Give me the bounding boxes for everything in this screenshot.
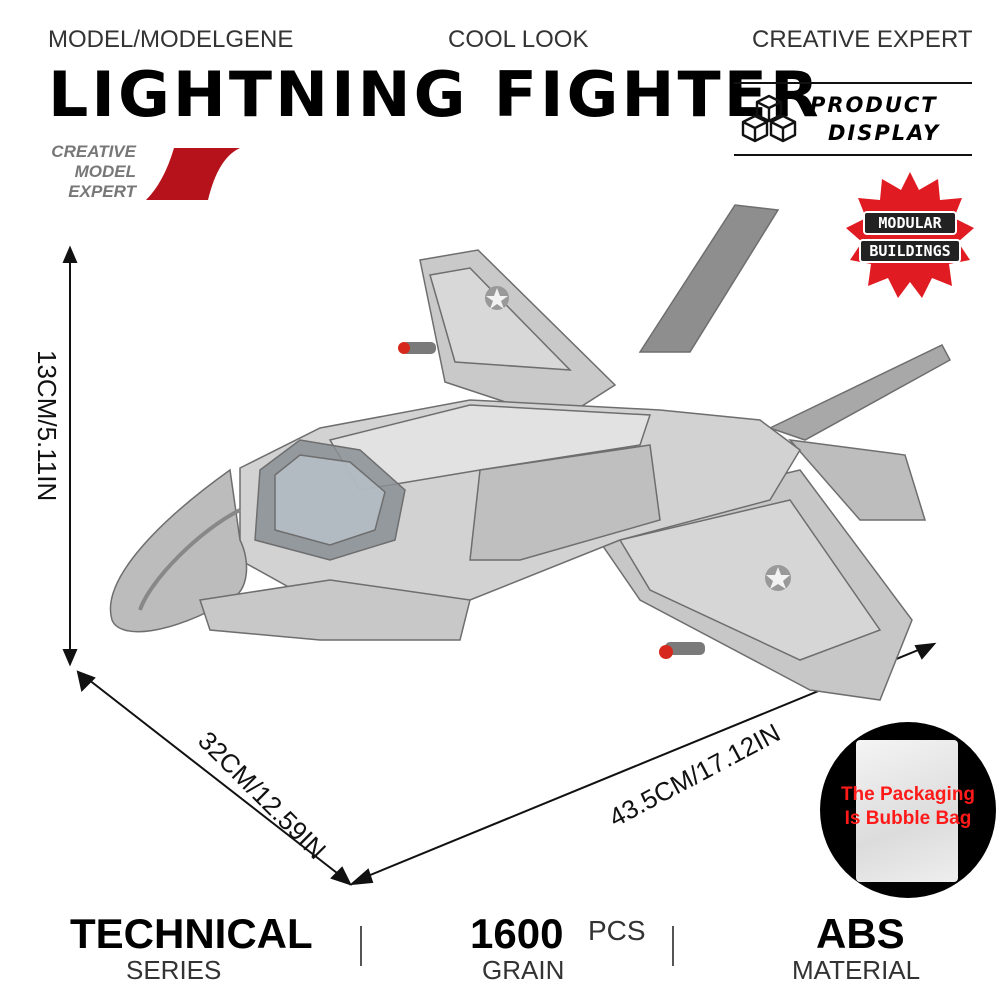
expert-line-3: EXPERT [68, 182, 136, 201]
product-display-banner: PRODUCT DISPLAY [734, 82, 972, 156]
starburst-icon [846, 172, 974, 298]
tagline-model: MODEL/MODELGENE [48, 26, 294, 53]
product-display-line-2: DISPLAY [828, 121, 941, 145]
expert-line-1: CREATIVE [51, 142, 136, 161]
missile-icons [398, 342, 705, 659]
badge-line-2: BUILDINGS [869, 242, 951, 260]
star-insignia-icons [485, 286, 791, 591]
height-dimension-label: 13CM/5.11IN [32, 350, 62, 502]
stat-material-label: MATERIAL [792, 955, 921, 985]
tagline-creative-expert: CREATIVE EXPERT [752, 26, 973, 53]
stat-pieces-label: GRAIN [482, 955, 565, 985]
packaging-line-2: Is Bubble Bag [844, 808, 972, 829]
stat-pieces-value: 1600 [470, 910, 564, 957]
stat-series-label: SERIES [126, 955, 222, 985]
modular-buildings-badge: MODULAR BUILDINGS [844, 170, 976, 302]
packaging-bubble-bag-image: The Packaging Is Bubble Bag [820, 722, 996, 898]
product-display-line-1: PRODUCT [810, 93, 938, 117]
cubes-icon [741, 94, 797, 143]
packaging-line-1: The Packaging [840, 784, 976, 805]
red-slash-icon [146, 148, 240, 200]
stat-pieces-unit: PCS [588, 915, 646, 946]
expert-line-2: MODEL [74, 162, 136, 181]
badge-line-1: MODULAR [878, 214, 942, 232]
bubble-bag-icon [856, 740, 958, 882]
creative-model-expert-logo: CREATIVE MODEL EXPERT [40, 142, 240, 202]
page-title: LIGHTNING FIGHTER [48, 58, 822, 131]
divider [360, 926, 362, 966]
divider [672, 926, 674, 966]
stat-series-value: TECHNICAL [70, 910, 313, 957]
stat-material-value: ABS [816, 910, 905, 957]
tagline-cool-look: COOL LOOK [448, 26, 589, 53]
